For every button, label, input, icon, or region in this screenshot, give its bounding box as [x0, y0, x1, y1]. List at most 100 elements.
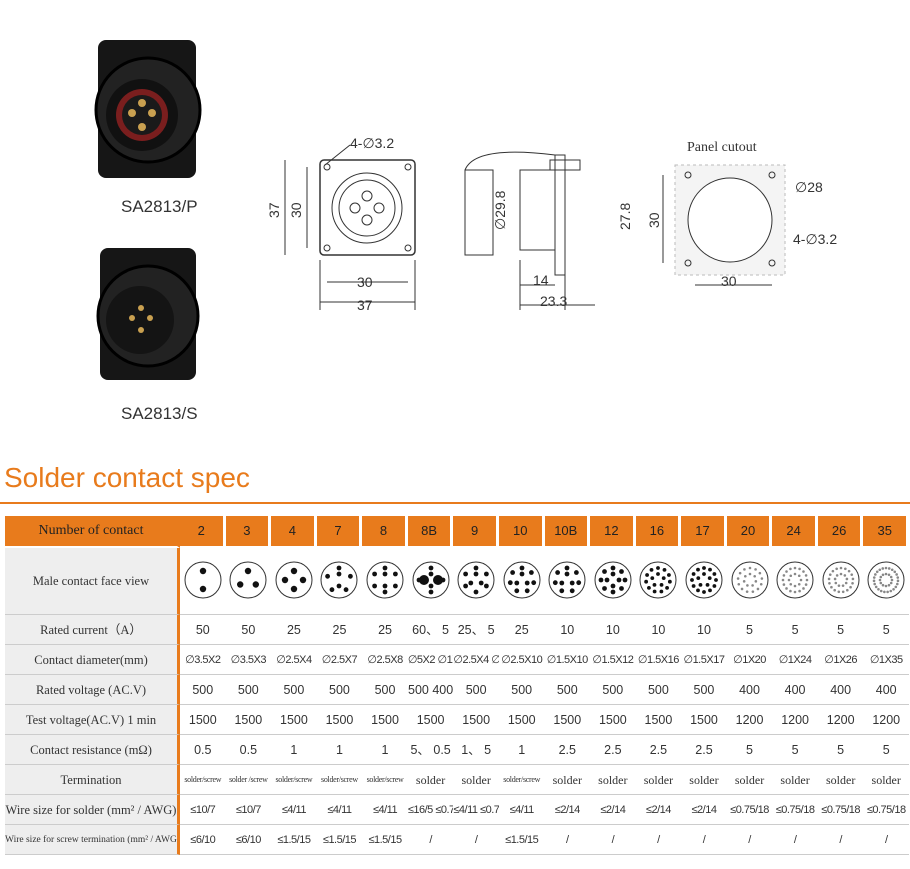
pin-dot: [748, 572, 751, 576]
pin-dot: [789, 589, 792, 593]
pin-dot: [668, 579, 673, 584]
cutout-height: 30: [646, 212, 662, 228]
cell-resistance: 2.5: [544, 735, 591, 765]
cell-wire-screw: ≤1.5/15: [362, 825, 408, 855]
cell-diameter: ∅1.5X16: [635, 645, 682, 675]
contact-face-diagram: [180, 548, 226, 615]
pin-dot: [891, 568, 894, 572]
contact-face-diagram: [271, 548, 317, 615]
row-label: Wire size for solder (mm² / AWG): [5, 795, 180, 825]
pin-dot: [829, 585, 833, 589]
pin-dot: [798, 589, 801, 593]
row-label: Contact resistance (mΩ): [5, 735, 180, 765]
cell-voltage: 500: [316, 675, 363, 705]
pin-dot: [416, 577, 421, 583]
pin-dot: [873, 582, 877, 586]
contact-face-diagram: [863, 548, 909, 615]
cell-test: 1200: [817, 705, 864, 735]
pin-dot: [880, 589, 883, 593]
cell-test: 1500: [590, 705, 636, 735]
pin-dot: [798, 574, 801, 578]
pin-dot: [555, 570, 561, 575]
pin-dot: [519, 571, 525, 577]
pin-dot: [845, 588, 849, 592]
cell-termination: solder/screw: [362, 765, 408, 795]
pin-dot: [760, 577, 763, 580]
pin-dot: [463, 571, 469, 577]
cell-test: 1500: [498, 705, 545, 735]
cell-termination: solder: [635, 765, 682, 795]
pin-dot: [610, 571, 616, 577]
pin-dot: [531, 580, 536, 586]
pin-dot: [707, 576, 712, 581]
face-view-icon: [457, 561, 495, 599]
cell-wire-screw: /: [681, 825, 727, 855]
cell-test: 1500: [271, 705, 317, 735]
face-view-icon: [503, 561, 541, 599]
pin-dot: [894, 585, 898, 589]
cell-voltage: 500: [681, 675, 727, 705]
pin-dot: [598, 577, 604, 583]
cell-current: 5: [726, 615, 773, 645]
pin-dot: [883, 590, 886, 594]
pin-dot: [785, 587, 788, 590]
pin-dot: [618, 569, 624, 574]
pin-dot: [827, 581, 831, 585]
pin-dot: [886, 590, 890, 594]
cell-termination: solder/screw: [316, 765, 363, 795]
face-view-icon: [548, 561, 586, 599]
cell-test: 1500: [635, 705, 682, 735]
pin-dot: [507, 580, 513, 586]
pin-dot: [759, 582, 763, 586]
pin-dot: [887, 583, 891, 587]
cell-wire-screw: ≤1.5/15: [316, 825, 363, 855]
title-divider: [0, 502, 910, 504]
cell-current: 25: [362, 615, 408, 645]
pin-dot: [756, 587, 759, 591]
pin-dot: [714, 578, 718, 582]
cell-wire-screw: ≤1.5/15: [498, 825, 545, 855]
cell-termination: solder: [726, 765, 773, 795]
cell-voltage: 400: [726, 675, 773, 705]
cell-voltage: 500: [453, 675, 499, 705]
cell-test: 1500: [453, 705, 499, 735]
pin-dot: [841, 584, 845, 587]
pin-dot: [802, 587, 805, 590]
pin-dot: [876, 570, 879, 574]
cell-resistance: 2.5: [681, 735, 727, 765]
table-row-diameter: Contact diameter(mm)∅3.5X2∅3.5X3∅2.5X4∅2…: [5, 645, 909, 675]
contact-face-diagram: [635, 548, 682, 615]
pin-dot: [696, 567, 700, 572]
pin-dot: [835, 567, 838, 571]
pin-dot: [463, 583, 469, 589]
cell-diameter: ∅2.5X7: [316, 645, 363, 675]
cell-diameter: ∅1X24: [772, 645, 818, 675]
cell-wire-solder: ≤10/7: [225, 795, 272, 825]
cell-resistance: 0.5: [225, 735, 272, 765]
pin-dot: [570, 588, 575, 594]
cell-termination: solder: [817, 765, 864, 795]
pin-dot: [873, 576, 876, 579]
pin-dot: [382, 565, 388, 571]
pin-dot: [647, 585, 652, 590]
cell-contacts: 2: [180, 516, 226, 548]
contact-face-diagram: [316, 548, 363, 615]
side-dim-23: 23.3: [540, 293, 567, 309]
pin-dot: [712, 584, 717, 588]
pin-dot: [473, 571, 479, 577]
cell-wire-screw: ≤6/10: [180, 825, 226, 855]
pin-dot: [478, 580, 484, 586]
pin-dot: [881, 583, 885, 587]
pin-dot: [653, 589, 657, 594]
cell-contacts: 20: [726, 516, 773, 548]
pin-dot: [890, 575, 893, 579]
front-inner-width: 30: [357, 274, 373, 290]
pin-dot: [748, 566, 751, 570]
cell-wire-solder: ≤4/11: [498, 795, 545, 825]
contact-face-diagram: [453, 548, 499, 615]
pin-dot: [890, 578, 894, 582]
face-view-icon: [731, 561, 769, 599]
pin-dot: [827, 577, 831, 581]
cell-resistance: 1: [316, 735, 363, 765]
